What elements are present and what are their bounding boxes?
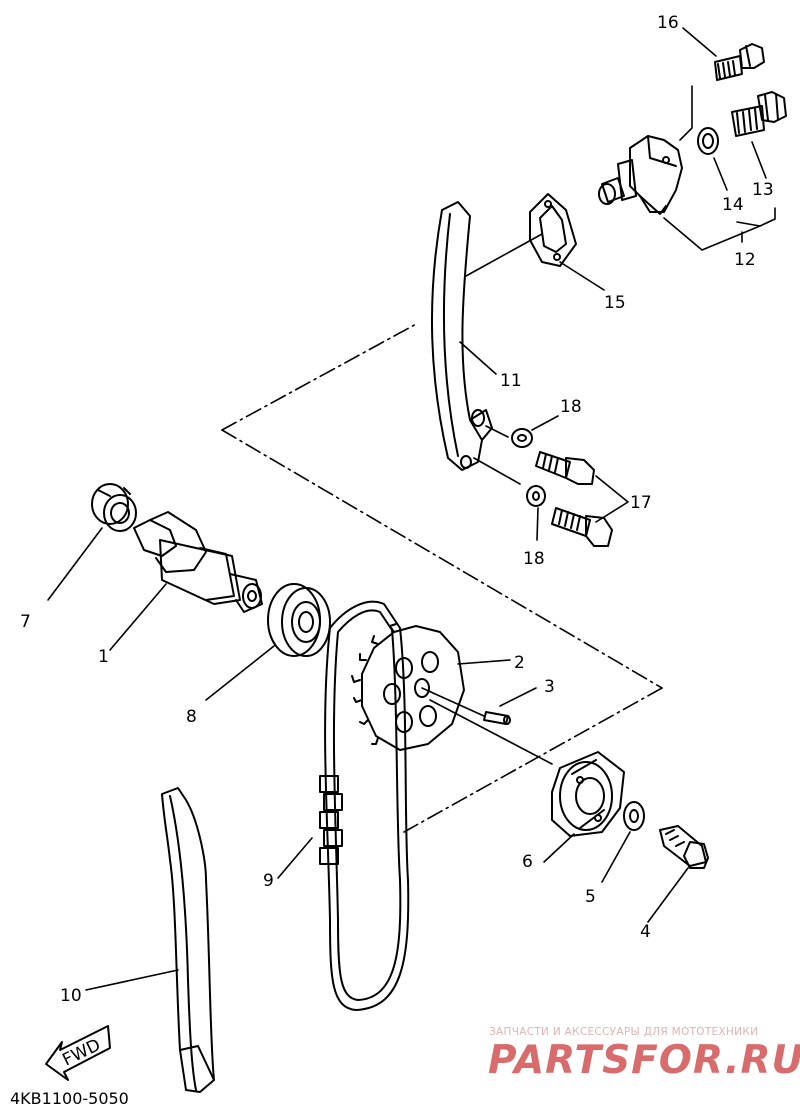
callout-5: 5	[585, 887, 596, 907]
part-16-bolt	[714, 43, 765, 81]
callout-1: 1	[98, 647, 109, 667]
part-13-bolt	[731, 91, 787, 137]
callout-12: 12	[734, 250, 756, 270]
part-12-tensioner	[598, 135, 683, 215]
part-17-bolt-lower	[551, 507, 613, 547]
part-17-bolt-upper	[535, 451, 595, 485]
callout-8: 8	[186, 707, 197, 727]
callout-3: 3	[544, 677, 555, 697]
callout-7: 7	[20, 612, 31, 632]
part-1-camshaft	[133, 511, 263, 613]
callout-11: 11	[500, 371, 522, 391]
part-18-washer-lower	[526, 485, 546, 507]
reference-frame	[221, 322, 663, 833]
callout-14: 14	[722, 195, 744, 215]
part-9-timing-chain	[319, 600, 410, 1011]
callout-9: 9	[263, 871, 274, 891]
callout-15: 15	[604, 293, 626, 313]
callout-10: 10	[60, 986, 82, 1006]
callout-18-lower: 18	[523, 549, 545, 569]
part-4-bolt	[659, 825, 709, 869]
part-6-plate	[551, 751, 625, 837]
part-5-washer	[623, 801, 645, 831]
callout-16: 16	[657, 13, 679, 33]
part-15-gasket	[529, 193, 577, 267]
part-2-sprocket	[351, 623, 465, 751]
callout-17: 17	[630, 493, 652, 513]
part-14-washer	[697, 127, 719, 155]
callout-2: 2	[514, 653, 525, 673]
callout-numbers: 1 2 3 4 5 6 7 8 9 10 11 12 13 14 15 16 1…	[20, 13, 774, 1006]
part-code: 4KB1100-5050	[10, 1089, 129, 1108]
part-3-dowel-pin	[483, 711, 511, 725]
part-11-chain-guide	[430, 201, 493, 471]
callout-13: 13	[752, 180, 774, 200]
part-18-washer-upper	[511, 428, 533, 448]
part-7-bearing	[91, 483, 137, 532]
part-10-chain-guide	[161, 787, 215, 1093]
watermark-brand: PARTSFOR.RU	[488, 1038, 800, 1083]
fwd-arrow: FWD	[45, 1025, 111, 1081]
fwd-label: FWD	[59, 1035, 103, 1070]
part-8-bearing	[267, 583, 331, 657]
watermark-tagline: ЗАПЧАСТИ И АКСЕССУАРЫ ДЛЯ МОТОТЕХНИКИ	[489, 1026, 759, 1038]
callout-4: 4	[640, 922, 651, 942]
callout-18-upper: 18	[560, 397, 582, 417]
callout-6: 6	[522, 852, 533, 872]
